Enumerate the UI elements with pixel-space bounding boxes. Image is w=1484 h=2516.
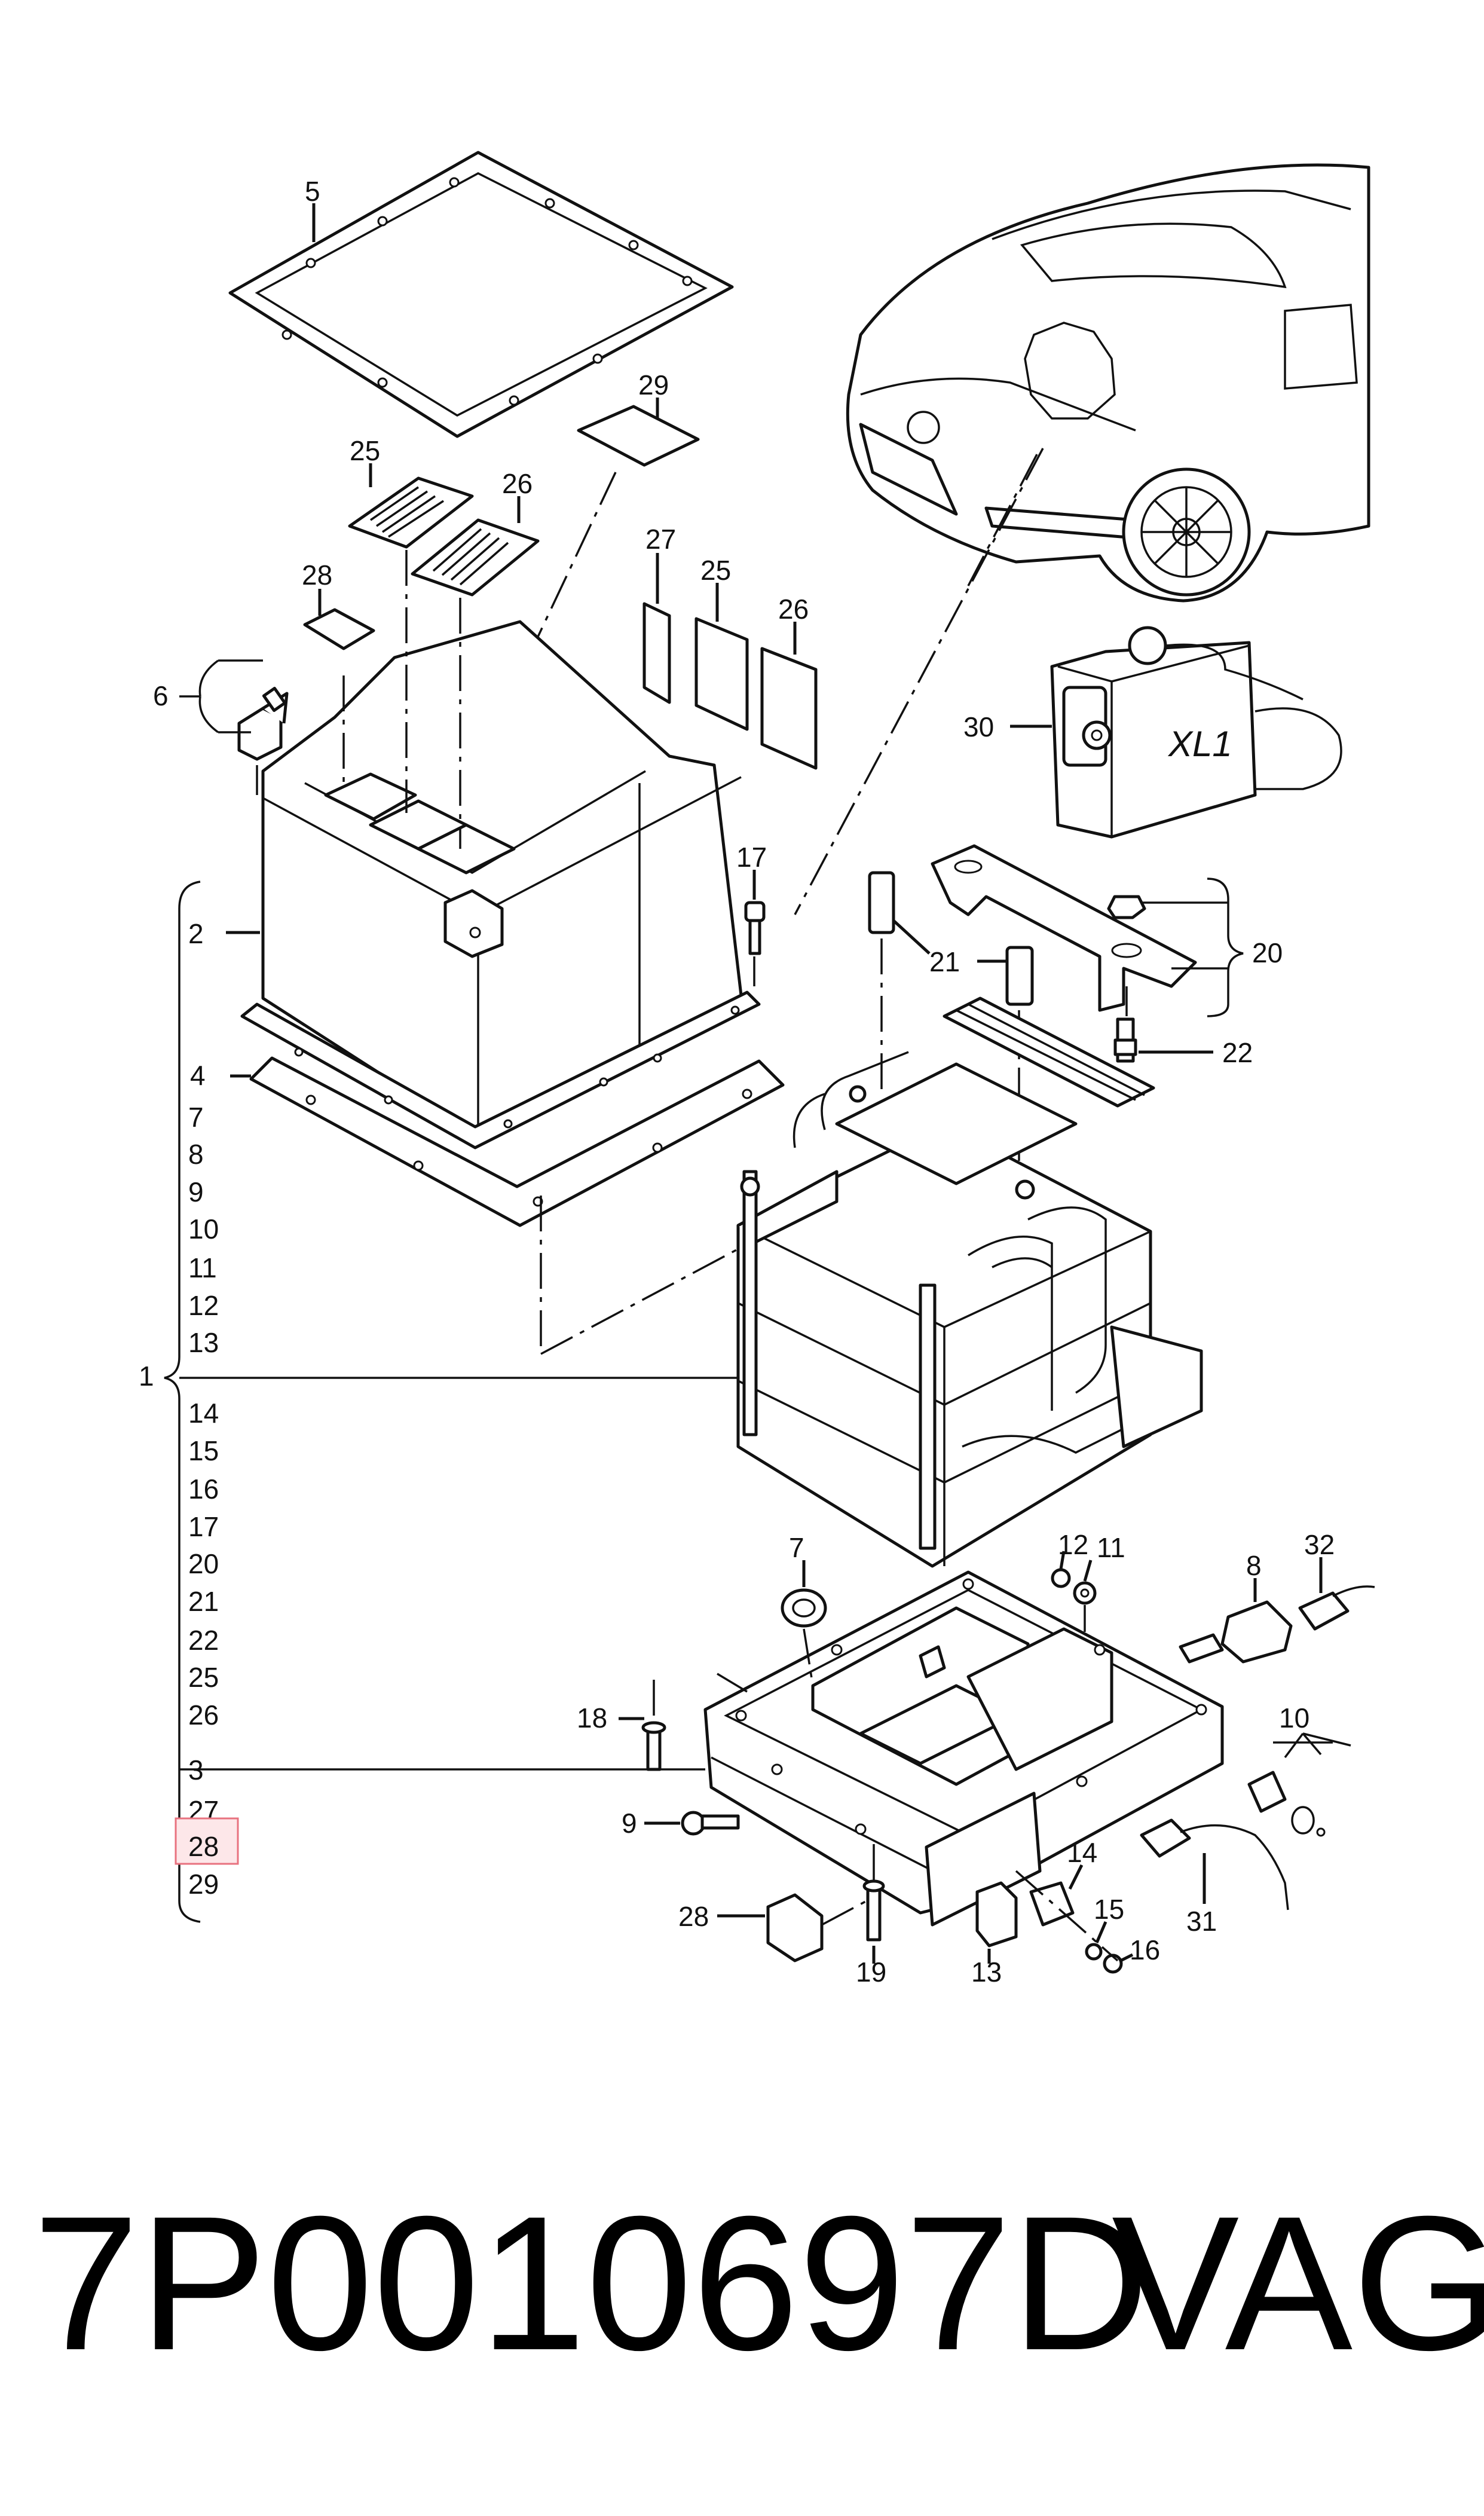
list-item: 7 (188, 1102, 204, 1133)
label-28-lower (766, 1893, 824, 1962)
callout-18: 18 (577, 1702, 607, 1734)
callout-20: 20 (1252, 937, 1283, 968)
washer-15 (1085, 1943, 1103, 1961)
callout-7: 7 (789, 1532, 804, 1563)
callout-17: 17 (736, 842, 767, 873)
callout-1: 1 (139, 1361, 154, 1392)
list-item: 22 (188, 1625, 219, 1656)
callout-28-lower: 28 (678, 1901, 709, 1932)
grommet-7 (781, 1588, 827, 1628)
bolt-18 (641, 1721, 666, 1771)
bolt-19 (862, 1879, 885, 1942)
callout-12: 12 (1058, 1529, 1088, 1560)
callout-4: 4 (190, 1060, 206, 1091)
cable-harness-31 (1140, 1818, 1289, 1910)
callout-31: 31 (1186, 1906, 1217, 1937)
callout-16: 16 (1130, 1934, 1160, 1965)
callout-3: 3 (188, 1754, 204, 1786)
callout-8: 8 (1246, 1550, 1262, 1581)
callout-26-top: 26 (502, 468, 533, 499)
charger-logo: XL1 (1167, 724, 1232, 764)
callout-27-top: 27 (645, 524, 676, 555)
top-gasket (228, 151, 734, 438)
list-item: 17 (188, 1511, 219, 1542)
callout-26-right: 26 (778, 594, 809, 625)
callout-32: 32 (1304, 1529, 1335, 1560)
callout-22: 22 (1222, 1037, 1253, 1068)
list-item: 26 (188, 1699, 219, 1731)
callout-28-upper: 28 (302, 560, 332, 591)
bolt-9 (681, 1811, 740, 1836)
list-item: 14 (188, 1398, 219, 1429)
warning-label-26 (411, 518, 540, 597)
callout-5: 5 (305, 176, 320, 207)
car-illustration (846, 163, 1370, 603)
part-number: 7P0010697D (33, 2176, 1149, 2390)
list-item: 11 (188, 1252, 217, 1283)
list-item: 13 (188, 1327, 219, 1358)
label-sheet-29 (577, 405, 700, 467)
warning-label-25 (348, 476, 474, 549)
battery-tray-3 (703, 1570, 1224, 1927)
callout-9: 9 (622, 1808, 637, 1839)
callout-19: 19 (856, 1956, 886, 1988)
cable-plug-32 (1298, 1585, 1375, 1631)
screw-17 (744, 901, 766, 955)
sheet-26 (760, 647, 818, 770)
battery-modules-stack (736, 996, 1203, 1568)
list-item: 16 (188, 1473, 219, 1505)
group-bracket (164, 881, 738, 1923)
callout-6: 6 (153, 680, 169, 711)
mounting-bracket-6 (237, 686, 289, 761)
callout-11: 11 (1097, 1532, 1125, 1563)
callout-25-top: 25 (350, 435, 380, 466)
callout-21: 21 (929, 946, 960, 977)
hold-down-bar-20 (931, 844, 1197, 1012)
callout-15: 15 (1094, 1894, 1124, 1925)
seal-set-10 (1247, 1771, 1326, 1837)
brand-name: VAG (1112, 2176, 1484, 2390)
threaded-stud-22 (1113, 1017, 1137, 1063)
list-item: 10 (188, 1213, 219, 1245)
label-28-upper (303, 608, 375, 650)
callout-13: 13 (971, 1956, 1002, 1988)
callout-25-right: 25 (700, 555, 731, 586)
callout-30: 30 (963, 711, 994, 742)
list-item: 12 (188, 1290, 219, 1321)
list-item: 21 (188, 1586, 219, 1617)
list-item-highlighted: 28 (188, 1831, 219, 1862)
battery-cover-2 (240, 620, 761, 1150)
connector-8 (1179, 1600, 1293, 1664)
callout-14: 14 (1067, 1837, 1097, 1868)
washer-12 (1051, 1568, 1071, 1588)
group-list: 7 8 9 10 11 12 13 14 15 16 17 20 21 22 2… (175, 1102, 239, 1900)
sheet-25 (694, 617, 749, 731)
callout-2: 2 (188, 918, 204, 949)
sheet-27 (642, 602, 671, 704)
list-item: 15 (188, 1435, 219, 1466)
callout-10: 10 (1279, 1702, 1309, 1734)
clamp-plate-21a (868, 871, 895, 934)
list-item: 29 (188, 1869, 219, 1900)
list-item: 9 (188, 1176, 204, 1207)
highlight-box (175, 1817, 239, 1865)
callout-29: 29 (638, 369, 669, 401)
list-item: 8 (188, 1139, 204, 1170)
charger-unit-30: XL1 (1050, 626, 1342, 839)
list-item: 25 (188, 1662, 219, 1693)
clamp-plate-21b (1005, 946, 1034, 1006)
connector-housing-13 (975, 1881, 1018, 1948)
list-item: 20 (188, 1548, 219, 1579)
